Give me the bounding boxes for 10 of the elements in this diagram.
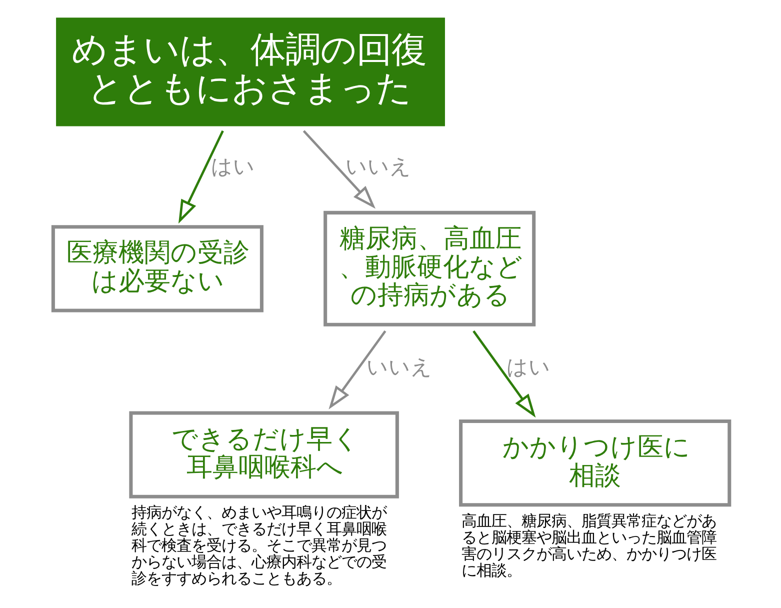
arrow [302,130,376,209]
arrow [178,130,224,224]
arrow [328,330,386,410]
node-label: 持病がなく、めまいや耳鳴りの症状が続くときは、できるだけ早く耳鼻咽喉科で検査を受ける。そこで異常が見つからない場合は、心療内科などでの受診をすすめられることもある。 [131,504,386,588]
edge-label: はい [210,154,254,179]
edge-label: いいえ [366,354,432,379]
edge-label: はい [506,354,550,379]
node-label: 高血圧、糖尿病、脂質異常症などがあると脳梗塞や脳出血といった脳血管障害のリスクが高いため、かかりつけ医に相談。 [460,512,716,580]
arrow [472,330,536,418]
edge-label: いいえ [344,154,411,179]
